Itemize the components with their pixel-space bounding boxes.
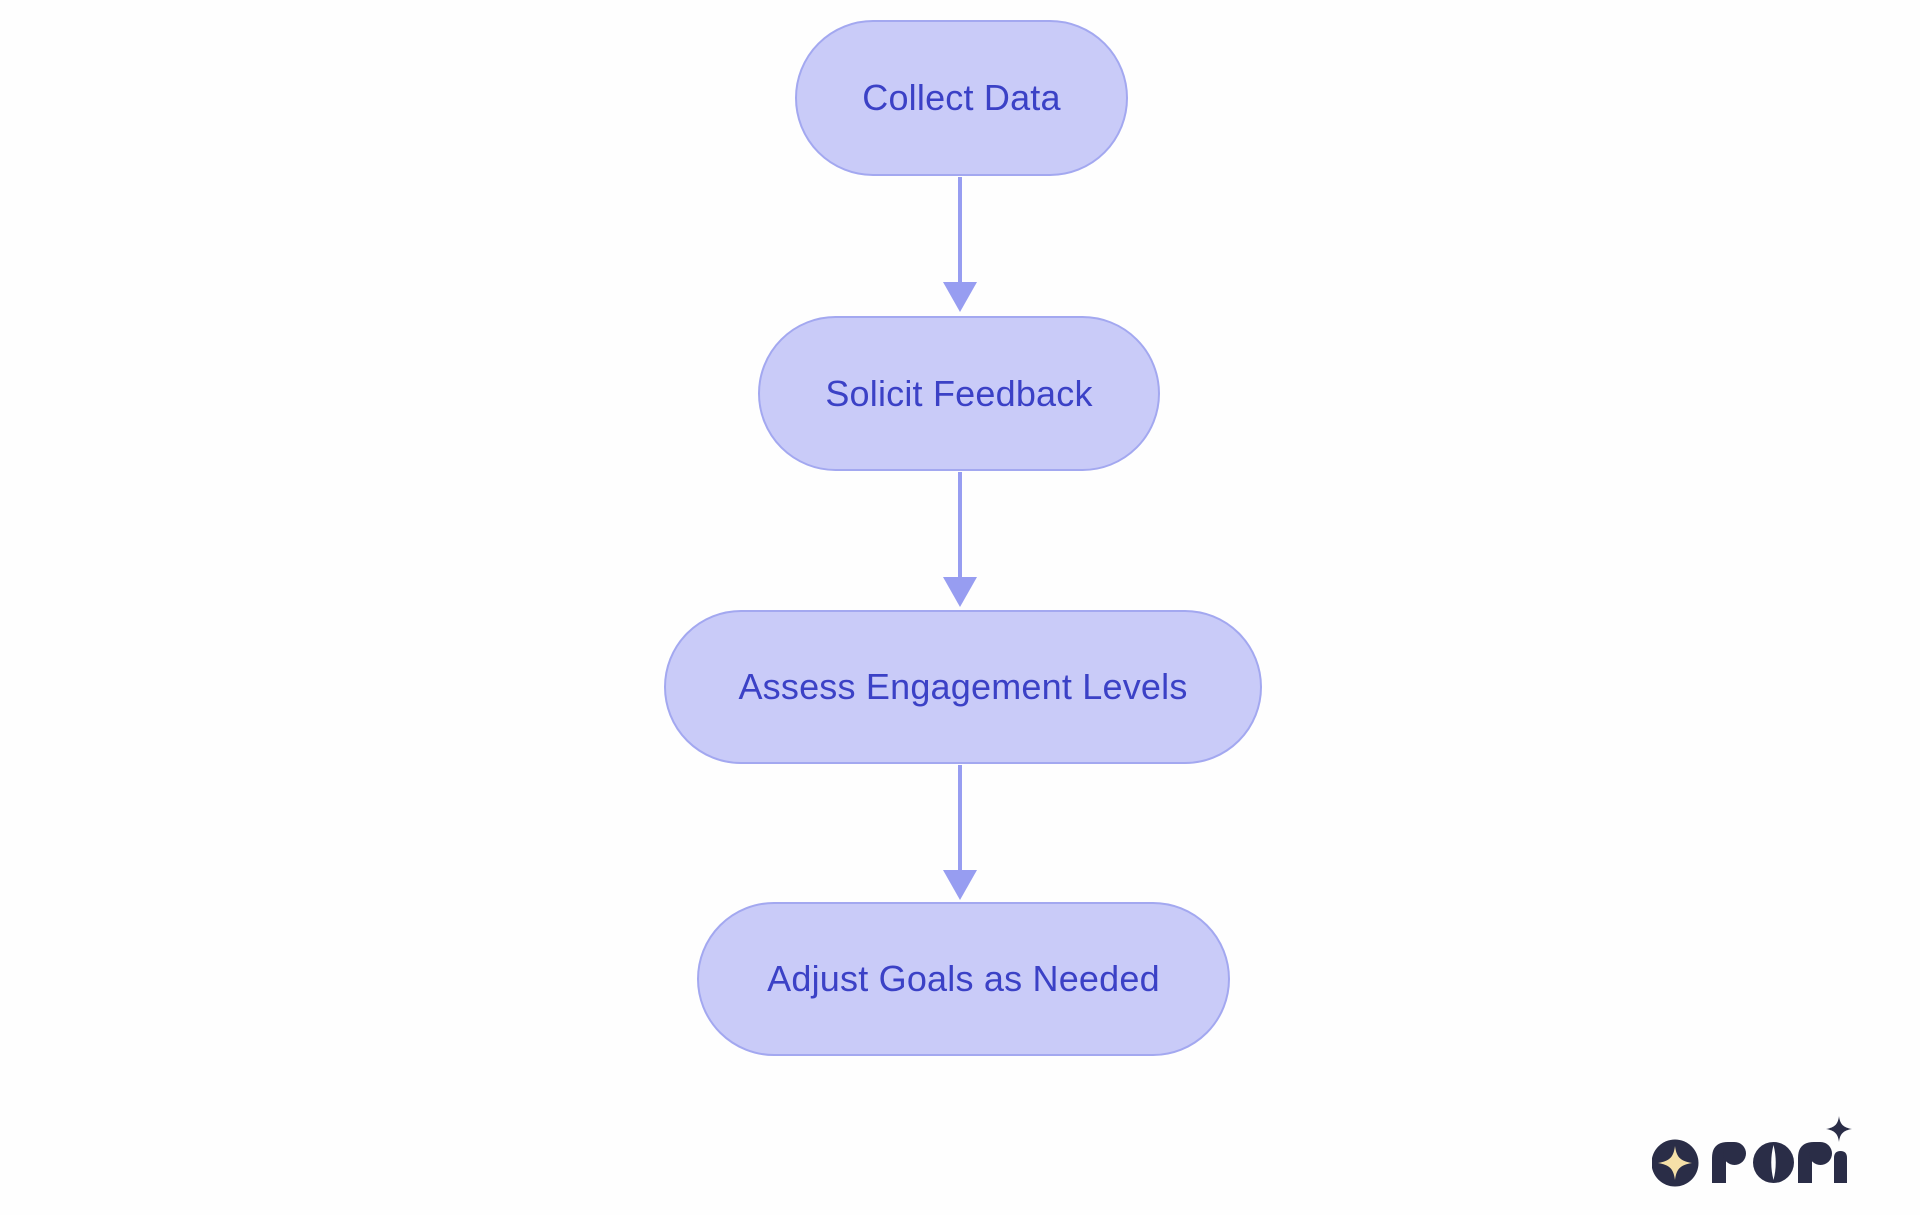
sparkle-icon [1826,1116,1852,1142]
arrow-head-icon [943,282,977,312]
sparkle-circle-icon [1652,1139,1699,1187]
flow-node-assess-engagement-levels: Assess Engagement Levels [664,610,1262,764]
node-label: Collect Data [862,77,1061,118]
arrow-shaft [958,472,962,577]
node-label: Adjust Goals as Needed [767,958,1160,999]
flow-arrow-3 [943,765,977,900]
rori-logo [1652,1113,1857,1193]
flow-node-adjust-goals-as-needed: Adjust Goals as Needed [697,902,1230,1056]
flow-arrow-2 [943,472,977,607]
arrow-head-icon [943,577,977,607]
flow-node-collect-data: Collect Data [795,20,1128,176]
arrow-shaft [958,765,962,870]
node-label: Solicit Feedback [825,372,1093,414]
arrow-shaft [958,177,962,282]
node-label: Assess Engagement Levels [738,666,1188,707]
flow-arrow-1 [943,177,977,312]
rori-wordmark [1712,1116,1852,1183]
arrow-head-icon [943,870,977,900]
rori-logo-graphic [1652,1116,1852,1187]
flow-node-solicit-feedback: Solicit Feedback [758,316,1160,471]
